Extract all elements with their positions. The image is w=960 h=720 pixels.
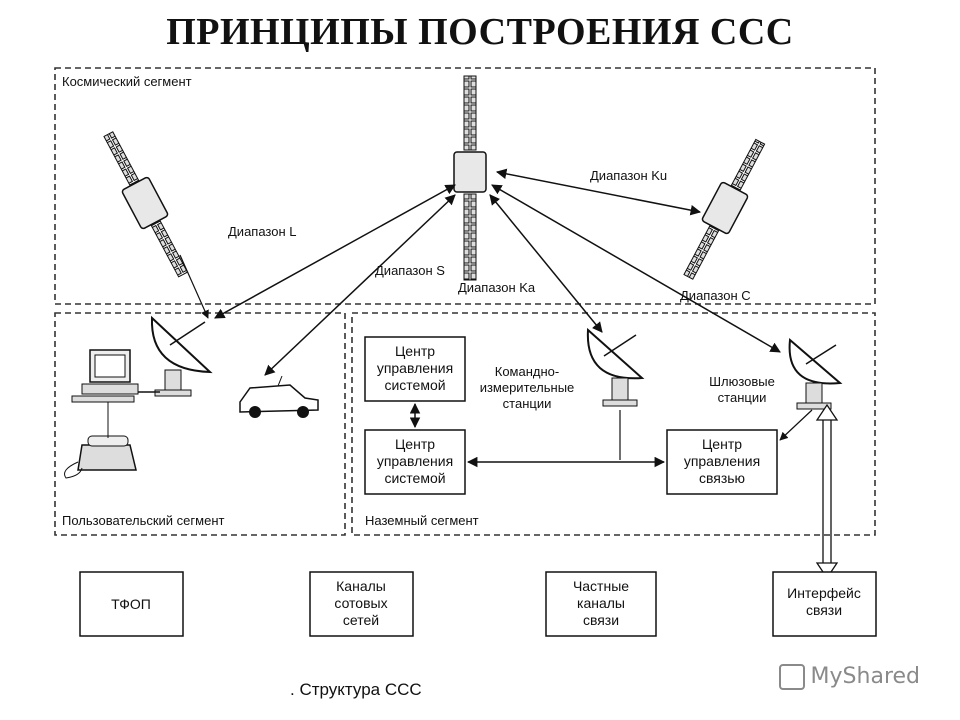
box-text-line: Центр (395, 343, 435, 359)
command-station-label-2: измерительные (480, 380, 575, 395)
comm-interface-box: Интерфейс связи (772, 571, 877, 637)
box-text-line: Центр (702, 436, 742, 452)
box-text-line: Каналы (336, 578, 386, 594)
satellite-left-icon (103, 131, 189, 278)
band-l-label: Диапазон L (228, 224, 297, 239)
box-text-line: Частные (573, 578, 629, 594)
watermark-logo-icon (778, 664, 805, 690)
box-text-line: сотовых (334, 595, 387, 611)
gateway-station-label-2: станции (718, 390, 767, 405)
interface-double-arrow (815, 403, 839, 580)
box-text-line: системой (384, 377, 445, 393)
band-c-label: Диапазон C (680, 288, 751, 303)
computer-icon (71, 349, 139, 403)
command-station-label-3: станции (503, 396, 552, 411)
box-text-line: Центр (395, 436, 435, 452)
link-s-band-car (264, 194, 456, 376)
ground-segment-label: Наземный сегмент (365, 513, 479, 528)
link-l-band (214, 184, 456, 319)
user-dish-icon (150, 315, 213, 397)
box-text-line: связи (583, 612, 619, 628)
system-control-box-1: Центр управления системой (364, 336, 466, 402)
box-text-line: ТФОП (111, 596, 151, 612)
space-segment-label: Космический сегмент (62, 74, 192, 89)
link-l-band-sat (179, 254, 209, 319)
gateway-station-dish-icon (788, 337, 843, 410)
band-ka-label: Диапазон Ka (458, 280, 536, 295)
command-station-dish-icon (586, 327, 645, 407)
box-text-line: сетей (343, 612, 379, 628)
band-ku-label: Диапазон Ku (590, 168, 667, 183)
user-segment-label: Пользовательский сегмент (62, 513, 225, 528)
box-text-line: системой (384, 470, 445, 486)
command-station-label-1: Командно- (495, 364, 559, 379)
band-s-label: Диапазон S (375, 263, 445, 278)
link-gateway-station (779, 409, 813, 441)
gateway-station-label-1: Шлюзовые (709, 374, 775, 389)
box-text-line: связи (806, 602, 842, 618)
cellular-channels-box: Каналы сотовых сетей (309, 571, 414, 637)
box-text-line: Интерфейс (787, 585, 861, 601)
watermark: MyShared (778, 664, 920, 690)
link-ku-band (495, 168, 702, 216)
space-segment-frame (54, 67, 876, 305)
system-control-box-2: Центр управления системой (364, 429, 466, 495)
user-segment-frame (54, 312, 346, 536)
satellite-center-icon (453, 75, 487, 281)
box-text-line: управления (377, 360, 453, 376)
page-title: ПРИНЦИПЫ ПОСТРОЕНИЯ ССС (166, 11, 794, 53)
telephone-icon (64, 435, 137, 479)
box-text-line: каналы (577, 595, 625, 611)
comm-control-box: Центр управления связью (666, 429, 778, 495)
box-text-line: управления (377, 453, 453, 469)
private-channels-box: Частные каналы связи (545, 571, 657, 637)
diagram-caption: . Структура ССС (290, 680, 422, 699)
box-text-line: связью (699, 470, 745, 486)
tfop-box: ТФОП (79, 571, 184, 637)
car-icon (239, 375, 319, 418)
box-text-line: управления (684, 453, 760, 469)
